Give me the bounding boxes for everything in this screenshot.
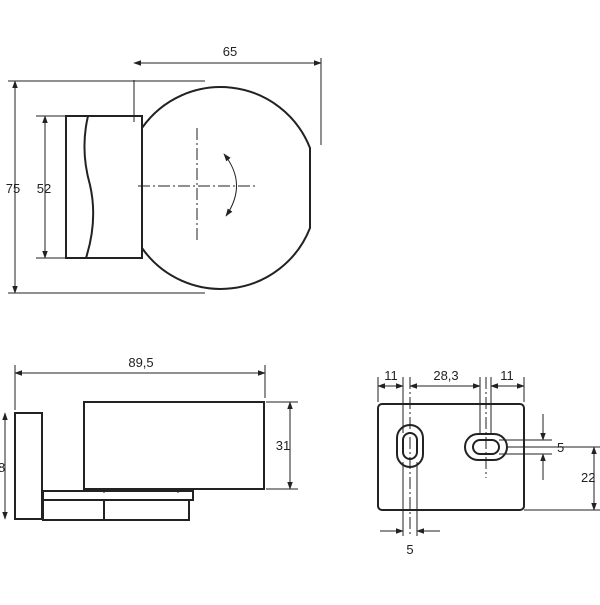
dimension-slot-spacing-label: 28,3	[433, 368, 458, 383]
front-view: 89,5 31 8	[0, 355, 298, 521]
rotation-arrow	[223, 153, 237, 217]
dimension-length-label: 89,5	[128, 355, 153, 370]
plate-outline	[377, 403, 525, 511]
dimension-slot-width-label: 5	[406, 542, 413, 557]
top-view: 65 75 52	[6, 44, 322, 294]
lower-base-plate	[42, 499, 190, 521]
clamp-body-curve	[83, 115, 95, 259]
dimension-height-partial-label: 22	[581, 470, 595, 485]
rotating-head-outline	[141, 86, 311, 290]
dimension-height-inner-label: 52	[37, 181, 51, 196]
dimension-block-height-label: 31	[276, 438, 290, 453]
left-mounting-plate	[14, 412, 43, 520]
clamp-body-outline	[65, 115, 143, 259]
dimension-height-outer-label: 75	[6, 181, 20, 196]
dimension-right-margin-label: 11	[500, 368, 514, 383]
plate-view: 11 28,3 11 5 5 22	[377, 368, 600, 557]
dimension-left-partial-label: 8	[0, 460, 5, 475]
dimension-left-margin-label: 11	[384, 368, 398, 383]
main-block	[83, 401, 265, 490]
upper-base-plate	[42, 490, 194, 501]
dimension-width-label: 65	[223, 44, 237, 59]
